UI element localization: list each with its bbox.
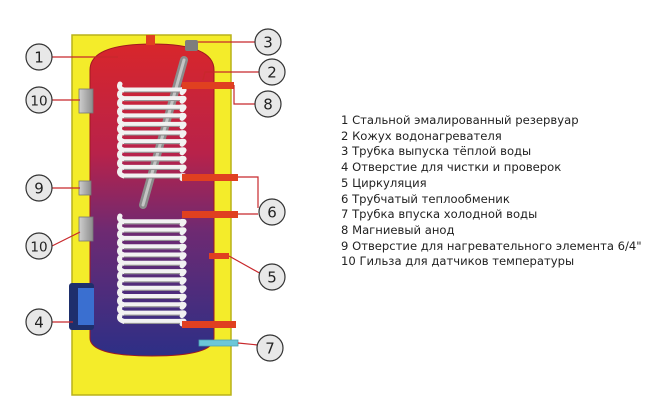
sensor-sleeve-upper — [78, 88, 94, 114]
legend-number: 6 — [341, 191, 349, 206]
callout-8-label: 8 — [263, 96, 273, 114]
callout-5: 5 — [258, 263, 286, 291]
coil-pipe-bottom — [182, 321, 236, 328]
legend-text: Циркуляция — [352, 175, 427, 190]
callout-3: 3 — [254, 28, 282, 56]
callout-6-label: 6 — [267, 204, 277, 222]
callout-2: 2 — [258, 58, 286, 86]
legend-text: Трубка выпуска тёплой воды — [352, 144, 532, 159]
coil-turn — [117, 304, 187, 319]
legend-item: 6 Трубчатый теплообменик — [341, 192, 642, 208]
legend-number: 2 — [341, 128, 349, 143]
circulation-pipe — [209, 253, 229, 259]
callout-7: 7 — [256, 334, 284, 362]
legend-number: 9 — [341, 238, 349, 253]
coil-turn — [117, 150, 187, 164]
cleaning-opening — [69, 283, 94, 330]
legend-item: 7 Трубка впуска холодной воды — [341, 207, 642, 223]
callout-1-label: 1 — [34, 49, 44, 67]
legend-item: 1 Стальной эмалированный резервуар — [341, 113, 642, 129]
coil-turn — [117, 238, 187, 252]
coil-turn — [117, 158, 187, 173]
coil-turn — [117, 133, 187, 147]
legend-number: 1 — [341, 113, 349, 127]
coil-turn — [117, 98, 187, 113]
legend-text: Отверстие для нагревательного элемента 6… — [352, 238, 642, 253]
coil-turn — [117, 263, 187, 277]
legend-text: Кожух водонагревателя — [352, 128, 502, 143]
callout-3-label: 3 — [263, 34, 273, 52]
cold-water-inlet — [198, 339, 239, 347]
callout-10-lower: 10 — [25, 232, 53, 260]
legend-item: 8 Магниевый анод — [341, 223, 642, 239]
coil-pipe-lower-inlet — [182, 211, 238, 218]
lower-heat-exchanger-coil — [117, 213, 187, 327]
coil-turn — [117, 279, 187, 294]
legend-number: 4 — [341, 160, 349, 175]
legend-item: 5 Циркуляция — [341, 176, 642, 192]
legend-list: 1 Стальной эмалированный резервуар 2 Кож… — [341, 113, 642, 270]
callout-7-label: 7 — [265, 340, 275, 358]
legend-text: Стальной эмалированный резервуар — [352, 113, 579, 127]
coil-turn — [117, 107, 187, 121]
legend-item: 10 Гильза для датчиков температуры — [341, 254, 642, 270]
coil-turn — [117, 124, 187, 139]
coil-turn — [117, 288, 187, 302]
coil-turn — [117, 213, 187, 227]
legend-number: 3 — [341, 144, 349, 159]
callout-9: 9 — [25, 174, 53, 202]
callout-1: 1 — [25, 43, 53, 71]
legend-item: 4 Отверстие для чистки и проверок — [341, 160, 642, 176]
callout-4: 4 — [25, 308, 53, 336]
coil-turn — [117, 271, 187, 285]
callout-4-label: 4 — [34, 314, 44, 332]
legend-number: 8 — [341, 222, 349, 237]
sensor-sleeve-lower — [78, 216, 94, 242]
coil-turn — [117, 115, 187, 130]
callout-10-upper: 10 — [25, 86, 53, 114]
legend-text: Отверстие для чистки и проверок — [352, 160, 562, 175]
coil-pipe-top — [182, 82, 234, 89]
legend-item: 9 Отверстие для нагревательного элемента… — [341, 239, 642, 255]
coil-turn — [117, 246, 187, 260]
legend-item: 3 Трубка выпуска тёплой воды — [341, 144, 642, 160]
legend-text: Трубчатый теплообменик — [352, 191, 510, 206]
coil-turn — [117, 81, 187, 96]
callout-10-lower-label: 10 — [30, 240, 47, 256]
legend-number: 5 — [341, 175, 349, 190]
legend-text: Гильза для датчиков температуры — [359, 254, 575, 269]
callout-8: 8 — [254, 90, 282, 118]
callout-10-upper-label: 10 — [30, 94, 47, 110]
callout-6: 6 — [258, 198, 286, 226]
callout-5-label: 5 — [267, 269, 277, 287]
hot-water-outlet — [146, 35, 155, 45]
coil-pipe-upper-return — [182, 174, 238, 181]
upper-heat-exchanger-coil — [117, 81, 187, 182]
coil-turn — [117, 90, 187, 104]
callout-2-label: 2 — [267, 64, 277, 82]
leader-lines — [51, 41, 264, 346]
legend-text: Магниевый анод — [352, 222, 455, 237]
legend-number: 10 — [341, 254, 356, 269]
heating-element-opening — [78, 180, 92, 196]
coil-turn — [117, 230, 187, 244]
coil-turn — [117, 296, 187, 310]
legend-item: 2 Кожух водонагревателя — [341, 129, 642, 145]
coil-turn — [117, 255, 187, 269]
legend-text: Трубка впуска холодной воды — [352, 207, 538, 222]
callout-9-label: 9 — [34, 180, 44, 198]
legend-number: 7 — [341, 207, 349, 222]
coil-turn — [117, 141, 187, 156]
coil-turn — [117, 221, 187, 236]
